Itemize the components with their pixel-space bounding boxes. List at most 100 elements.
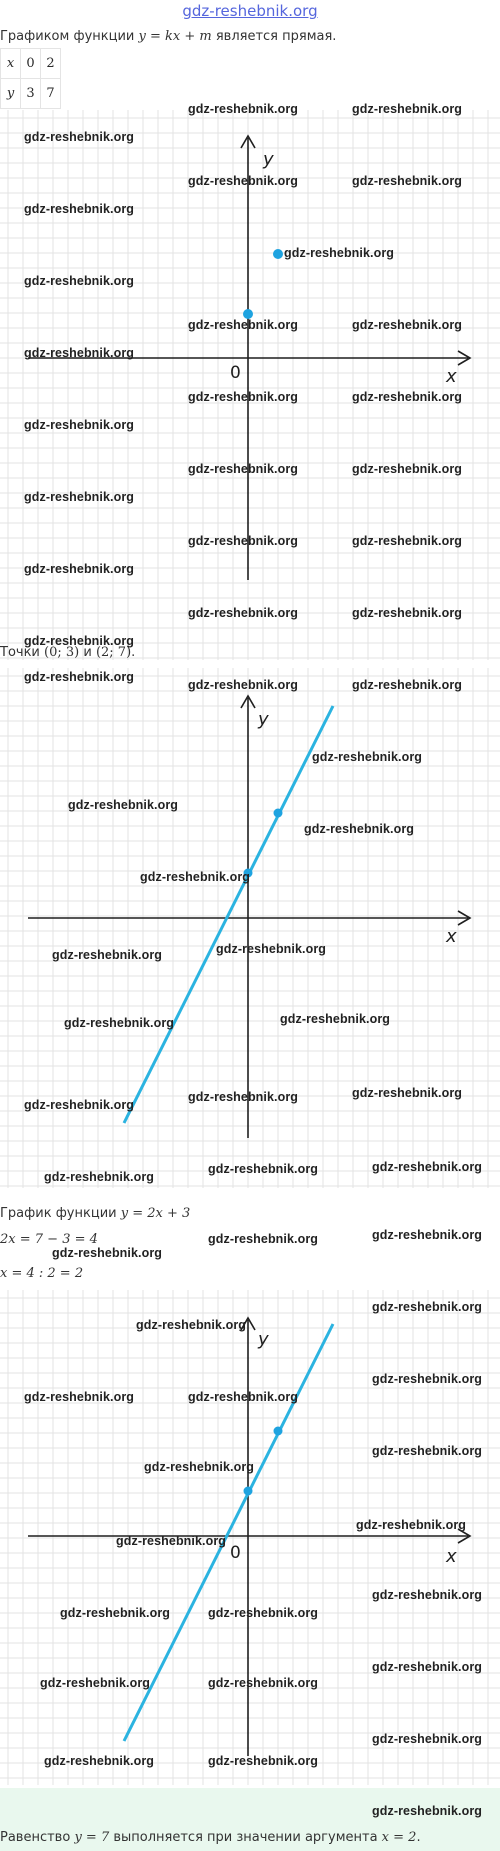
graph-line: y x <box>0 668 500 1188</box>
watermark: gdz-reshebnik.org <box>372 1228 483 1242</box>
table-x-value: 2 <box>40 48 61 79</box>
watermark: gdz-reshebnik.org <box>372 1372 483 1386</box>
watermark: gdz-reshebnik.org <box>372 1732 483 1746</box>
watermark: gdz-reshebnik.org <box>24 418 135 432</box>
watermark: gdz-reshebnik.org <box>352 534 463 548</box>
watermark: gdz-reshebnik.org <box>208 1232 319 1246</box>
grid <box>0 668 500 1188</box>
watermark: gdz-reshebnik.org <box>352 174 463 188</box>
value-table: x 0 2 y 3 7 <box>0 48 61 109</box>
grid <box>0 110 500 660</box>
watermark: gdz-reshebnik.org <box>352 102 463 116</box>
watermark: gdz-reshebnik.org <box>24 274 135 288</box>
intro-suffix: является прямая. <box>211 29 337 44</box>
watermark: gdz-reshebnik.org <box>284 246 395 260</box>
watermark: gdz-reshebnik.org <box>24 1390 135 1404</box>
watermark: gdz-reshebnik.org <box>24 670 135 684</box>
watermark: gdz-reshebnik.org <box>208 1162 319 1176</box>
watermark: gdz-reshebnik.org <box>372 1660 483 1674</box>
points-prefix: Точки <box>0 645 45 660</box>
watermark: gdz-reshebnik.org <box>188 534 299 548</box>
y-axis-arrow <box>240 134 256 149</box>
watermark: gdz-reshebnik.org <box>372 1588 483 1602</box>
answer-formula-x: x = 2 <box>381 1830 417 1845</box>
graph-points-svg: y x 0 <box>0 110 500 660</box>
watermark: gdz-reshebnik.org <box>140 870 251 884</box>
watermark: gdz-reshebnik.org <box>208 1676 319 1690</box>
watermark: gdz-reshebnik.org <box>44 1754 155 1768</box>
point-2-7 <box>273 1426 283 1436</box>
watermark: gdz-reshebnik.org <box>44 1170 155 1184</box>
watermark: gdz-reshebnik.org <box>372 1300 483 1314</box>
table-row: x 0 2 <box>0 48 61 79</box>
point-2-text: (2; 7) <box>95 645 132 660</box>
watermark: gdz-reshebnik.org <box>188 1390 299 1404</box>
point-0-3 <box>243 1486 253 1496</box>
answer-prefix: Равенство <box>0 1830 75 1845</box>
watermark: gdz-reshebnik.org <box>24 1098 135 1112</box>
function-prefix: График функции <box>0 1206 121 1221</box>
intro-prefix: Графиком функции <box>0 29 139 44</box>
origin-label: 0 <box>230 1543 241 1563</box>
y-axis-label: y <box>262 149 274 170</box>
x-axis-arrow <box>457 350 472 366</box>
site-header: gdz-reshebnik.org <box>0 0 500 22</box>
watermark: gdz-reshebnik.org <box>352 390 463 404</box>
y-axis-arrow <box>240 1316 256 1331</box>
table-x-value: 0 <box>20 48 41 79</box>
watermark: gdz-reshebnik.org <box>24 130 135 144</box>
table-x-label: x <box>0 48 21 79</box>
watermark: gdz-reshebnik.org <box>208 1754 319 1768</box>
point-1-text: (0; 3) <box>44 645 80 660</box>
points-suffix: . <box>131 645 136 660</box>
watermark: gdz-reshebnik.org <box>24 634 135 648</box>
graph-line-final: y x 0 <box>0 1290 500 1785</box>
watermark: gdz-reshebnik.org <box>136 1318 247 1332</box>
watermark: gdz-reshebnik.org <box>60 1606 171 1620</box>
point-2-7 <box>273 808 283 818</box>
points-text: Точки (0; 3) и (2; 7). <box>0 644 135 662</box>
watermark: gdz-reshebnik.org <box>24 346 135 360</box>
watermark: gdz-reshebnik.org <box>188 102 299 116</box>
table-y-value: 7 <box>40 78 61 109</box>
table-y-value: 3 <box>20 78 41 109</box>
grid <box>0 1290 500 1785</box>
watermark: gdz-reshebnik.org <box>372 1160 483 1174</box>
x-axis-arrow <box>457 910 472 926</box>
function-line <box>122 1323 335 1742</box>
watermark: gdz-reshebnik.org <box>208 1606 319 1620</box>
watermark: gdz-reshebnik.org <box>64 1016 175 1030</box>
watermark: gdz-reshebnik.org <box>352 678 463 692</box>
watermark: gdz-reshebnik.org <box>280 1012 391 1026</box>
intro-formula: y = kx + m <box>138 29 212 44</box>
watermark: gdz-reshebnik.org <box>304 822 415 836</box>
origin-label: 0 <box>230 363 241 383</box>
y-axis-label: y <box>257 709 269 730</box>
watermark: gdz-reshebnik.org <box>188 678 299 692</box>
watermark: gdz-reshebnik.org <box>24 562 135 576</box>
equation-1: 2x = 7 − 3 = 4 <box>0 1232 98 1247</box>
watermark: gdz-reshebnik.org <box>312 750 423 764</box>
watermark: gdz-reshebnik.org <box>40 1676 151 1690</box>
watermark: gdz-reshebnik.org <box>116 1534 227 1548</box>
watermark: gdz-reshebnik.org <box>68 798 179 812</box>
watermark: gdz-reshebnik.org <box>188 1090 299 1104</box>
watermark: gdz-reshebnik.org <box>52 1246 163 1260</box>
intro-text: Графиком функции y = kx + m является пря… <box>0 28 336 46</box>
watermark: gdz-reshebnik.org <box>372 1804 483 1818</box>
point-0-3 <box>243 868 253 878</box>
x-axis-label: x <box>445 1546 457 1567</box>
watermark: gdz-reshebnik.org <box>352 462 463 476</box>
y-axis-label: y <box>257 1329 269 1350</box>
graph-line-final-svg: y x 0 <box>0 1290 500 1785</box>
point-2-7 <box>273 249 283 259</box>
watermark: gdz-reshebnik.org <box>372 1444 483 1458</box>
watermark: gdz-reshebnik.org <box>188 318 299 332</box>
watermark: gdz-reshebnik.org <box>352 318 463 332</box>
watermark: gdz-reshebnik.org <box>356 1518 467 1532</box>
table-y-label: y <box>0 78 21 109</box>
equation-2: x = 4 : 2 = 2 <box>0 1266 84 1281</box>
watermark: gdz-reshebnik.org <box>52 948 163 962</box>
answer-box <box>0 1788 500 1851</box>
site-title-link[interactable]: gdz-reshebnik.org <box>182 2 318 20</box>
